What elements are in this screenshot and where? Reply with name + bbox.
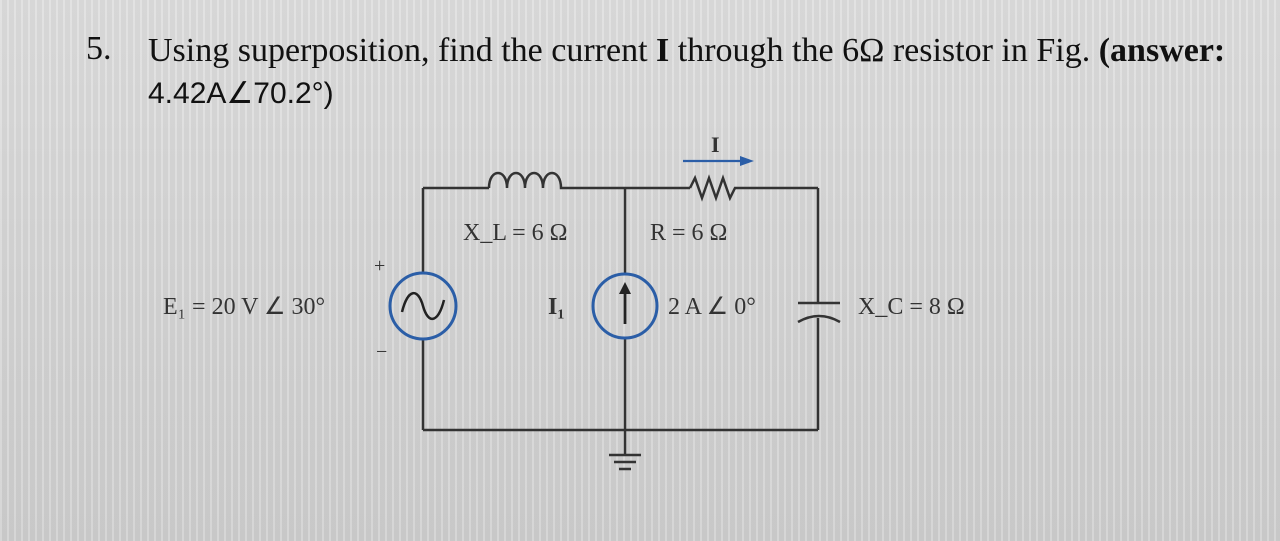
- current-arrow-label: I: [711, 132, 720, 157]
- current-arrow-head-icon: [740, 156, 754, 166]
- arrow-up-icon: [619, 282, 631, 294]
- source-voltage-label: E₁ = 20 V ∠ 30°: [163, 294, 325, 320]
- question-text: Using superposition, find the current I …: [148, 30, 1258, 115]
- ac-source-icon: [388, 271, 458, 341]
- current-variable: I: [656, 32, 670, 69]
- current-source-name: I₁: [548, 294, 565, 320]
- resistor-icon: [688, 174, 740, 202]
- current-source-icon: [591, 272, 659, 340]
- capacitor-icon: [797, 314, 841, 324]
- inductor-label: X_L = 6 Ω: [463, 220, 567, 246]
- plus-sign: +: [374, 255, 385, 277]
- question-number: 5.: [86, 30, 112, 67]
- minus-sign: −: [376, 341, 387, 363]
- sine-wave-icon: [400, 292, 446, 320]
- question-text-part1: Using superposition, find the current: [148, 32, 657, 69]
- answer-label: (answer:: [1098, 32, 1226, 69]
- wires: [421, 186, 820, 455]
- question-text-part2: through the 6Ω resistor in Fig.: [669, 32, 1099, 69]
- answer-value: 4.42A∠70.2°): [148, 77, 334, 110]
- current-source-value: 2 A ∠ 0°: [668, 294, 756, 320]
- inductor-icon: [487, 171, 563, 190]
- capacitor-label: X_C = 8 Ω: [858, 294, 965, 320]
- resistor-label: R = 6 Ω: [650, 220, 727, 246]
- ground-icon: [609, 453, 641, 471]
